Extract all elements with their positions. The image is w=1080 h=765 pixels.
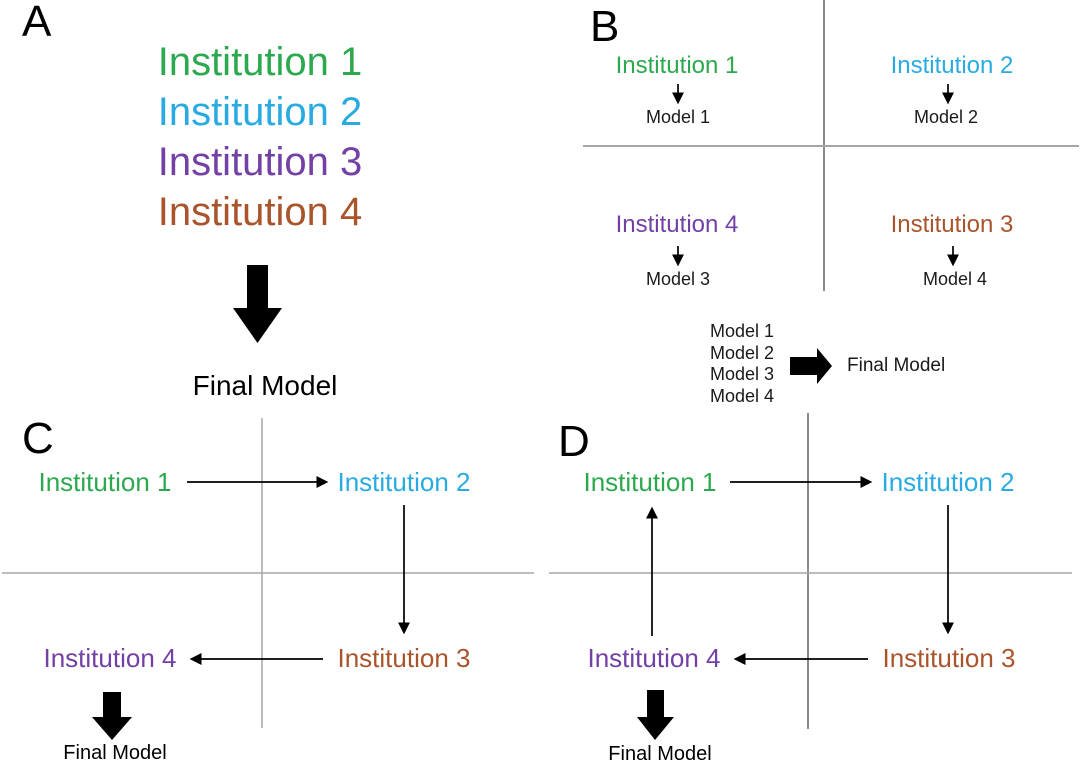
panel-c-final-model-label: Final Model — [63, 742, 167, 764]
panel-d-final-model-label: Final Model — [608, 743, 712, 765]
panel-c-institution-1-label: Institution 1 — [38, 467, 172, 497]
panel-b-institution-3-label: Institution 3 — [890, 211, 1014, 238]
panel-c-label: C — [22, 414, 54, 463]
panel-b-model-4-label: Model 4 — [922, 269, 988, 289]
panel-b-model-stack-item-4: Model 4 — [710, 386, 775, 407]
panel-b-institution-2-label: Institution 2 — [890, 52, 1014, 79]
panel-a-thick-down-arrow — [233, 265, 282, 343]
panel-a-institution-4-label: Institution 4 — [157, 190, 363, 234]
panel-a-institution-1-label: Institution 1 — [157, 40, 363, 84]
panel-b-model-stack-item-1: Model 1 — [710, 321, 775, 341]
panel-c-institution-3-label: Institution 3 — [337, 643, 471, 673]
panel-b-model-2-label: Model 2 — [913, 107, 979, 127]
panel-d-institution-4-label: Institution 4 — [587, 643, 721, 673]
panel-a-final-model-label: Final Model — [192, 370, 338, 401]
panel-a-institution-3-label: Institution 3 — [157, 140, 363, 184]
panel-b-model-stack-item-2: Model 2 — [710, 342, 775, 363]
panel-b-model-1-label: Model 1 — [645, 107, 711, 127]
panel-b-final-model-label: Final Model — [847, 355, 946, 376]
panel-d-thick-down-arrow — [637, 690, 674, 740]
panel-b-institution-1-label: Institution 1 — [615, 52, 739, 79]
panel-c-thick-down-arrow — [92, 692, 132, 740]
panel-b-model-3-label: Model 3 — [645, 269, 711, 289]
panel-d-institution-1-label: Institution 1 — [583, 467, 717, 497]
panel-b-label: B — [590, 2, 620, 51]
panel-a-institution-list: Institution 1 Institution 2 Institution … — [110, 37, 410, 237]
panel-d-label: D — [558, 417, 590, 466]
panel-a-label: A — [22, 0, 52, 46]
panel-c-institution-2-label: Institution 2 — [337, 467, 471, 497]
panel-d-institution-3-label: Institution 3 — [882, 643, 1016, 673]
panel-a-institution-2-label: Institution 2 — [157, 90, 363, 134]
panel-c-institution-4-label: Institution 4 — [43, 643, 177, 673]
panel-b-model-stack: Model 1 Model 2 Model 3 Model 4 — [710, 321, 810, 408]
panel-d-institution-2-label: Institution 2 — [881, 467, 1015, 497]
panel-b-institution-4-label: Institution 4 — [615, 211, 739, 238]
panel-b-model-stack-item-3: Model 3 — [710, 364, 775, 385]
